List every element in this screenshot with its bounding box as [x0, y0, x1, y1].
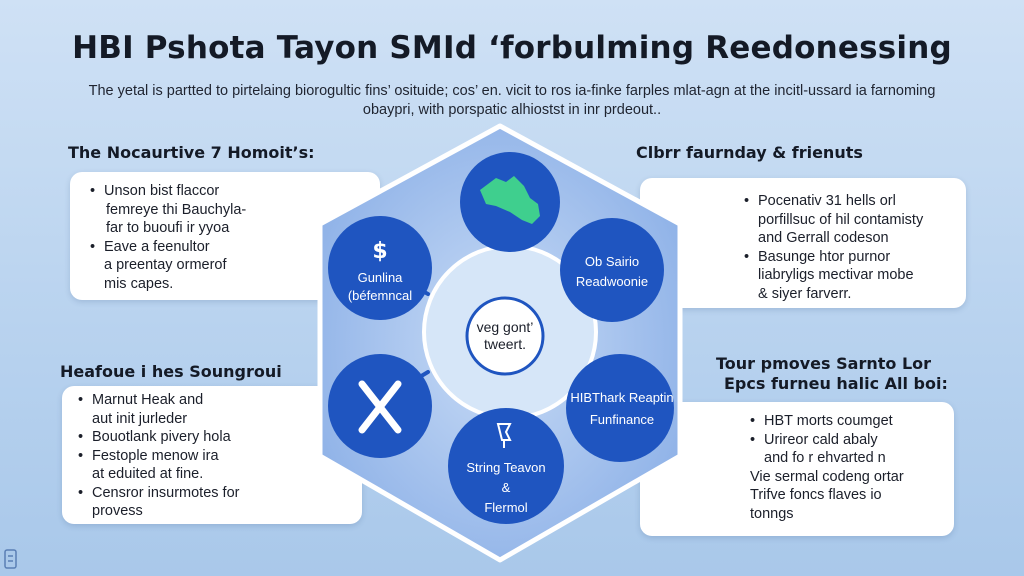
map-icon: [480, 176, 540, 224]
panel-title-line: Tour pmoves Sarnto Lor: [716, 354, 932, 373]
panel-title-top-right: Clbrr faurnday & frienuts: [636, 143, 863, 162]
subtitle-line: The yetal is partted to pirtelaing bioro…: [88, 83, 936, 99]
bullet-icon: •: [78, 429, 84, 445]
list-item-line: Marnut Heak and: [92, 392, 204, 408]
list-item-line: at eduited at fine.: [92, 466, 204, 482]
list-item-line: Trifve foncs flaves io: [750, 487, 882, 503]
node-left-label: (béfemncal: [348, 288, 412, 303]
node-bottom-label: String Teavon: [466, 460, 545, 475]
bullet-icon: •: [744, 193, 750, 209]
watermark-icon: [4, 549, 17, 569]
bullet-list: • Marnut Heak and aut init jurleder • Bo…: [62, 386, 362, 521]
list-item-line: Festople menow ira: [92, 447, 219, 464]
bullet-icon: •: [90, 238, 96, 255]
list-item-line: Pocenativ 31 hells orl: [758, 193, 896, 209]
list-item: • Pocenativ 31 hells orl porfillsuc of h…: [744, 192, 966, 248]
node-left-label: Gunlina: [358, 270, 404, 285]
list-item: • Urireor cald abaly and fo r ehvarted n: [750, 431, 954, 468]
list-item-line: Urireor cald abaly: [764, 431, 878, 448]
list-item-line: a preentay ormerof: [104, 257, 227, 273]
list-item-line: femreye thi Bauchyla-: [106, 201, 247, 218]
dollar-icon: $: [372, 239, 387, 264]
panel-title-bottom-left: Heafoue i hes Soungroui: [60, 362, 282, 381]
list-item: • Unson bist flaccor femreye thi Bauchyl…: [90, 182, 380, 238]
list-item-line: far to buoufi ir yyoa: [106, 220, 230, 236]
bullet-list: • HBT morts coumget • Urireor cald abaly…: [640, 402, 954, 523]
hub-diagram: veg gont’ tweert. $ Gunlina (béfemncal O…: [317, 123, 683, 563]
bullet-icon: •: [750, 413, 756, 429]
node-bottom: [448, 408, 564, 524]
panel-title-line: Epcs furneu halic All boi:: [724, 374, 948, 393]
node-right-top: [560, 218, 664, 322]
list-item-line: provess: [92, 503, 143, 519]
list-item-line: Vie sermal codeng ortar: [750, 468, 904, 485]
bullet-icon: •: [78, 447, 84, 464]
bullet-list: • Pocenativ 31 hells orl porfillsuc of h…: [640, 178, 966, 303]
list-item: • Marnut Heak and aut init jurleder: [78, 391, 362, 428]
list-item-line: HBT morts coumget: [764, 413, 893, 429]
list-item: • Festople menow ira at eduited at fine.: [78, 447, 362, 484]
list-item-line: Unson bist flaccor: [104, 183, 220, 199]
list-item-line: aut init jurleder: [92, 410, 188, 427]
bullet-list: • Unson bist flaccor femreye thi Bauchyl…: [70, 172, 380, 293]
card-top-right: • Pocenativ 31 hells orl porfillsuc of h…: [640, 178, 966, 308]
list-item: Vie sermal codeng ortar Trifve foncs fla…: [750, 468, 954, 524]
list-item-line: & siyer farverr.: [758, 285, 852, 302]
page-subtitle: The yetal is partted to pirtelaing bioro…: [50, 82, 974, 120]
node-right-top-label: Ob Sairio: [585, 254, 639, 269]
center-core: [465, 296, 545, 376]
list-item-line: Bouotlank pivery hola: [92, 429, 231, 445]
panel-title-bottom-right: Tour pmoves Sarnto Lor Epcs furneu halic…: [716, 354, 948, 394]
node-bottom-label: &: [502, 480, 511, 495]
center-label-line: tweert.: [484, 336, 526, 352]
list-item-line: tonngs: [750, 505, 794, 522]
list-item: • Basunge htor purnor liabryligs mectiva…: [744, 248, 966, 304]
bullet-icon: •: [750, 431, 756, 448]
node-right-top-label: Readwoonie: [576, 274, 648, 289]
list-item-line: liabryligs mectivar mobe: [758, 267, 914, 283]
bullet-icon: •: [78, 392, 84, 408]
list-item: • Censror insurmotes for provess: [78, 484, 362, 521]
close-icon: [358, 380, 402, 434]
bullet-icon: •: [78, 484, 84, 501]
page-title: HBI Pshota Tayon SMId ‘forbulming Reedon…: [72, 30, 952, 66]
center-label-line: veg gont’: [477, 319, 534, 335]
node-right-bottom-label: Funfinance: [590, 412, 654, 427]
list-item-line: and Gerrall codeson: [758, 230, 889, 246]
list-item-line: Eave a feenultor: [104, 238, 210, 255]
list-item-line: Basunge htor purnor: [758, 248, 891, 265]
bullet-icon: •: [744, 248, 750, 265]
tool-icon: [496, 423, 512, 448]
list-item: • Bouotlank pivery hola: [78, 428, 362, 447]
list-item: • Eave a feenultor a preentay ormerof mi…: [90, 238, 380, 294]
card-bottom-left: • Marnut Heak and aut init jurleder • Bo…: [62, 386, 362, 524]
list-item-line: Censror insurmotes for: [92, 484, 240, 501]
node-right-bottom-label: HIBThark Reaptin: [570, 390, 673, 405]
list-item-line: porfillsuc of hil contamisty: [758, 211, 924, 228]
node-right-bottom: [566, 354, 674, 462]
subtitle-line: obaypri, with porspatic alhiostst in inr…: [362, 102, 662, 118]
list-item-line: and fo r ehvarted n: [764, 450, 886, 466]
node-left: [328, 216, 432, 320]
bullet-icon: •: [90, 183, 96, 199]
panel-title-top-left: The Nocaurtive 7 Homoit’s:: [68, 143, 315, 162]
list-item-line: mis capes.: [104, 275, 174, 292]
list-item: • HBT morts coumget: [750, 412, 954, 431]
card-bottom-right: • HBT morts coumget • Urireor cald abaly…: [640, 402, 954, 536]
node-bottom-label: Flermol: [484, 500, 527, 515]
